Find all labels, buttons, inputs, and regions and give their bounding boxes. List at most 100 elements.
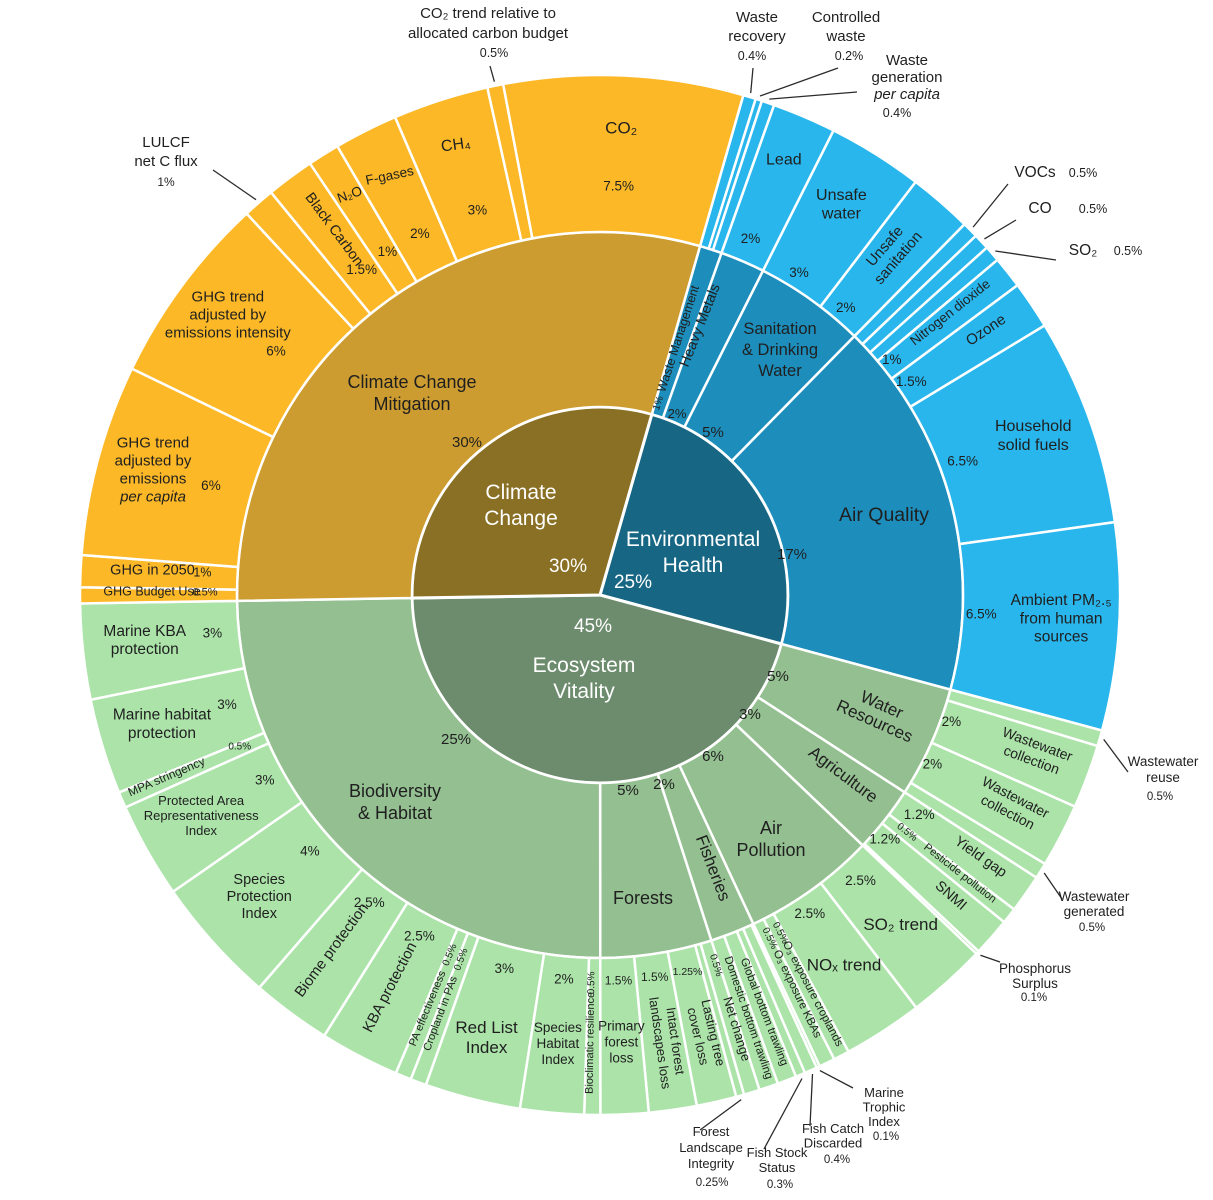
pct-indicator-ch4: 3%: [468, 202, 488, 217]
pct-issue-climate-change-mitigation: 30%: [452, 434, 482, 451]
pct-issue-agriculture: 3%: [739, 706, 761, 723]
pct-indicator-black-carbon: 1.5%: [346, 262, 377, 277]
label-indicator-nox-trend: NOₓ trend: [807, 956, 882, 975]
pct-indicator-species-habitat-index: 2%: [554, 971, 574, 986]
pct-indicator-lasting-tree-cover-loss: 1.25%: [673, 966, 703, 978]
callout-pct-so2: 0.5%: [1114, 244, 1143, 258]
pct-indicator-ghg-budget-use: 0.5%: [192, 586, 217, 598]
callout-label-co: CO: [1028, 200, 1051, 217]
pct-indicator-mpa-stringency: 0.5%: [228, 741, 251, 752]
callout-pct-forest-landscape-integrity: 0.25%: [696, 1177, 729, 1189]
callout-pct-fish-catch-discarded: 0.4%: [824, 1154, 850, 1166]
leader-forest-landscape-integrity: [699, 1099, 742, 1131]
leader-controlled-waste: [759, 67, 839, 97]
pct-indicator-bioclimatic-resilience: 0.5%: [586, 971, 597, 994]
leader-wastewater-reuse: [1103, 739, 1129, 773]
pct-indicator-household-solid-fuels: 6.5%: [947, 454, 978, 469]
leader-lulcf-net-c-flux: [212, 169, 257, 201]
pct-indicator-wastewater-collection: 2%: [942, 714, 962, 729]
label-issue-biodiversity-habitat: Biodiversity& Habitat: [349, 781, 441, 823]
pct-indicator-ghg-trend-adjusted-by-emissions-per-capita: 6%: [201, 478, 221, 493]
leader-vocs: [972, 183, 1009, 228]
pct-issue-water-resources: 5%: [767, 668, 789, 685]
pct-indicator-kba-protection: 2.5%: [404, 929, 435, 944]
label-issue-air-quality: Air Quality: [839, 504, 929, 526]
pct-indicator-primary-forest-loss: 1.5%: [605, 974, 633, 988]
slices: [78, 73, 1122, 1117]
callout-pct-fish-stock-status: 0.3%: [767, 1179, 793, 1191]
pct-indicator-ghg-in-2050: 1%: [193, 566, 211, 580]
pct-indicator-co2: 7.5%: [603, 178, 634, 193]
leader-lines: [212, 65, 1129, 1150]
label-indicator-ghg-budget-use: GHG Budget Use: [103, 584, 200, 598]
pct-indicator-ozone: 1.5%: [896, 374, 927, 389]
callout-pct-wastewater-reuse: 0.5%: [1147, 791, 1173, 803]
leader-fish-stock-status: [763, 1078, 803, 1150]
pct-indicator-intact-forest-landscapes-loss: 1.5%: [641, 970, 669, 984]
pct-indicator-snmi: 1.2%: [869, 832, 900, 847]
pct-objective-ecosystem-vitality: 45%: [574, 616, 612, 637]
pct-indicator-red-list-index: 3%: [494, 961, 514, 976]
callout-label-so2: SO₂: [1069, 242, 1097, 259]
leader-marine-trophic-index: [819, 1070, 854, 1089]
pct-indicator-lead: 2%: [741, 231, 761, 246]
pct-indicator-yield-gap: 1.2%: [904, 807, 935, 822]
pct-indicator-unsafe-sanitation: 2%: [836, 300, 856, 315]
leader-phosphorus-surplus: [980, 954, 1001, 963]
leader-wastewater-generated: [1043, 872, 1063, 900]
callout-pct-marine-trophic-index: 0.1%: [873, 1131, 899, 1143]
pct-indicator-so2-trend: 2.5%: [845, 873, 876, 888]
pct-issue-air-pollution: 6%: [702, 748, 724, 765]
pct-indicator-ghg-trend-adjusted-by-emissions-intensity: 6%: [266, 343, 286, 358]
callout-pct-vocs: 0.5%: [1069, 166, 1098, 180]
label-indicator-ch4: CH₄: [440, 135, 472, 156]
pct-indicator-unsafe-water: 3%: [789, 265, 809, 280]
pct-objective-environmental-health: 25%: [614, 572, 652, 593]
slice-indicator-co2: [501, 73, 745, 248]
callout-pct-controlled-waste: 0.2%: [835, 49, 864, 63]
label-indicator-so2-trend: SO₂ trend: [863, 915, 938, 934]
pct-indicator-nitrogen-dioxide: 1%: [882, 352, 902, 367]
pct-objective-climate-change: 30%: [549, 556, 587, 577]
pct-indicator-biome-protection: 2.5%: [354, 895, 385, 910]
pct-indicator-f-gases: 2%: [410, 226, 430, 241]
pct-issue-heavy-metals: 2%: [668, 406, 687, 421]
pct-issue-forests: 5%: [617, 782, 639, 799]
pct-issue-fisheries: 2%: [653, 776, 675, 793]
leader-waste-generation-per-capita: [769, 91, 858, 100]
pct-indicator-species-protection-index: 4%: [300, 844, 320, 859]
label-indicator-lead: Lead: [766, 152, 802, 169]
pct-indicator-protected-area-representativeness-index: 3%: [255, 772, 275, 787]
pct-indicator-ambient-pm2-5-from-human-sources: 6.5%: [966, 606, 997, 621]
pct-indicator-nox-trend: 2.5%: [794, 906, 825, 921]
callout-pct-phosphorus-surplus: 0.1%: [1021, 992, 1047, 1004]
label-issue-forests: Forests: [613, 888, 673, 908]
pct-issue-sanitation-drinking-water: 5%: [702, 424, 724, 441]
leader-waste-recovery: [750, 67, 754, 94]
callout-pct-waste-recovery: 0.4%: [738, 49, 767, 63]
label-indicator-co2: CO₂: [605, 118, 637, 137]
